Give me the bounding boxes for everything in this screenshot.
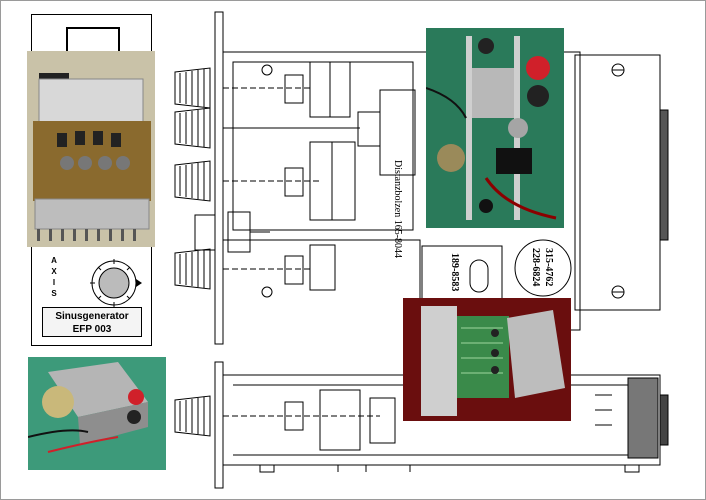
axis-letter-i: I (52, 278, 56, 287)
bottom-plate (214, 361, 224, 489)
knob-3 (174, 160, 211, 202)
side-view-photo (28, 357, 166, 470)
axis-letter-a: A (51, 256, 57, 265)
axis-letter-x: X (51, 267, 57, 276)
axis-letter-s: S (51, 289, 57, 298)
knob-bottom (174, 395, 211, 437)
mounting-plate (214, 11, 224, 345)
assembled-module-photo (27, 51, 155, 247)
part-a-label: 189-8583 (449, 253, 460, 291)
knob-2 (174, 107, 211, 149)
module-name-plate: Sinusgenerator EFP 003 (42, 307, 142, 337)
rear-connector (659, 109, 669, 241)
rear-panel (574, 54, 661, 311)
part-315-4762 (514, 239, 572, 297)
part-b-label-2: 228-6824 (530, 248, 541, 286)
axis-label: A X I S (48, 255, 60, 299)
module-name: Sinusgenerator (55, 311, 129, 322)
knob-1 (174, 67, 211, 109)
bnc-connector (194, 214, 216, 251)
potentiometer-closeup-photo (426, 28, 564, 228)
module-code: EFP 003 (72, 324, 112, 335)
rotary-dial-icon (90, 259, 142, 307)
knob-4 (174, 248, 211, 290)
circuit-board-photo (403, 298, 571, 421)
chassis-inner (232, 61, 414, 231)
part-189-8583 (421, 245, 503, 307)
part-b-label-1: 315-4762 (543, 248, 554, 286)
standoff-label: Distanzbolzen 165-8044 (392, 160, 403, 258)
